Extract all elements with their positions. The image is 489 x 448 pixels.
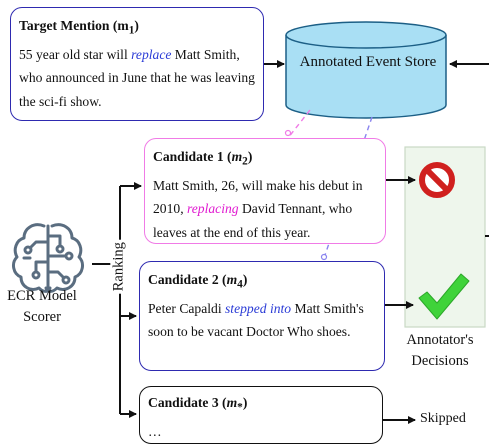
candidate-2-text: Peter Capaldi stepped into Matt Smith's …: [148, 300, 364, 340]
candidate-3-title: Candidate 3 (m*): [148, 395, 248, 414]
candidate-3-box: Candidate 3 (m*) …: [139, 386, 383, 444]
event-store-label: Annotated Event Store: [299, 54, 437, 70]
retrieval-link-candidate-1-end: [284, 129, 292, 137]
candidate-2-title: Candidate 2 (m4): [148, 272, 248, 291]
ranking-label: Ranking: [110, 239, 128, 294]
ecr-model-scorer-label: ECR Model Scorer: [7, 288, 77, 326]
retrieval-link-candidate-2-end: [320, 253, 328, 261]
reject-icon: [419, 162, 455, 198]
candidate-3-text: …: [148, 423, 162, 439]
target-mention-box: Target Mention (m1) 55 year old star wil…: [10, 7, 264, 121]
accept-check-icon: [418, 273, 470, 320]
target-mention-title: Target Mention (m1): [19, 18, 139, 37]
candidate-2-trigger-word: stepped into: [225, 300, 292, 316]
candidate-1-text: Matt Smith, 26, will make his debut in 2…: [153, 177, 363, 241]
skipped-label: Skipped: [420, 411, 466, 426]
target-trigger-word: replace: [131, 46, 172, 62]
candidate-2-box: Candidate 2 (m4) Peter Capaldi stepped i…: [139, 261, 385, 371]
target-mention-text: 55 year old star will replace Matt Smith…: [19, 46, 255, 110]
brain-circuit-icon: [12, 223, 84, 293]
retrieval-link-candidate-1: [287, 109, 311, 139]
event-store-database-icon: [285, 21, 447, 119]
annotator-decisions-label: Annotator's Decisions: [406, 332, 474, 370]
candidate-1-trigger-word: replacing: [186, 201, 239, 217]
candidate-1-title: Candidate 1 (m2): [153, 149, 253, 168]
candidate-1-box: Candidate 1 (m2) Matt Smith, 26, will ma…: [144, 138, 386, 244]
